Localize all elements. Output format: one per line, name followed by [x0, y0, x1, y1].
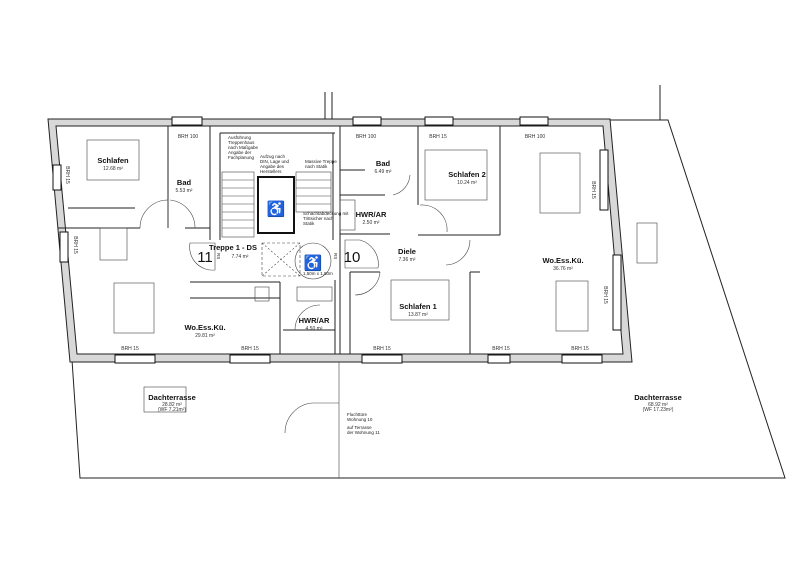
doors	[139, 174, 471, 434]
room-area: 5.53 m²	[176, 188, 193, 194]
brh-labels: BRH 100 BRH 100 BRH 15 BRH 100 BRH 15 BR…	[64, 134, 608, 352]
room-name: HWR/AR	[356, 210, 387, 219]
svg-text:BRH 15: BRH 15	[241, 346, 259, 352]
terrace-area: 28.82 m²	[162, 402, 182, 408]
svg-text:Massive Treppe: Massive Treppe	[305, 159, 337, 164]
svg-text:BRH 15: BRH 15	[64, 166, 70, 184]
room-name: Bad	[376, 159, 391, 168]
room-name: Wo.Ess.Kü.	[184, 323, 225, 332]
room-name: HWR/AR	[299, 316, 330, 325]
svg-text:Herstellers: Herstellers	[260, 169, 282, 174]
svg-text:Angabe des: Angabe des	[260, 164, 285, 169]
terrace-outline	[71, 119, 786, 479]
windows	[52, 116, 622, 364]
svg-text:Aufzug nach: Aufzug nach	[260, 154, 286, 159]
svg-text:RS: RS	[216, 253, 221, 259]
svg-text:1,50m x 1,50m: 1,50m x 1,50m	[303, 271, 333, 276]
room-name: Treppe 1 - DS	[209, 243, 257, 252]
room-name: Schlafen	[97, 156, 129, 165]
svg-text:Angabe der: Angabe der	[228, 150, 252, 155]
terrace-area: 68.92 m²	[648, 402, 668, 408]
wheelchair-icon: ♿	[267, 200, 286, 218]
terrace-name: Dachterrasse	[634, 393, 682, 402]
wheelchair-turn-icon: ♿	[304, 254, 323, 272]
svg-text:Schachtabdeckung mit: Schachtabdeckung mit	[303, 211, 349, 216]
unit-number: 11	[197, 249, 213, 266]
svg-text:Ausführung: Ausführung	[228, 135, 252, 140]
svg-text:BRH 15: BRH 15	[571, 346, 589, 352]
room-area: 29.81 m²	[195, 333, 215, 339]
svg-text:Fluchttüre: Fluchttüre	[347, 412, 368, 417]
notes: Fluchttüre Wohnung 10 auf Terrasse der W…	[216, 135, 380, 435]
svg-text:BRH 15: BRH 15	[492, 346, 510, 352]
staircase: ♿ ♿	[221, 171, 332, 280]
room-area: 7.36 m²	[399, 257, 416, 263]
room-area: 36.76 m²	[553, 266, 573, 272]
room-name: Diele	[398, 247, 416, 256]
furniture	[86, 139, 658, 413]
interior-walls	[58, 126, 501, 354]
svg-text:Trittsicher nach: Trittsicher nach	[303, 216, 334, 221]
svg-text:auf Terrasse: auf Terrasse	[347, 425, 372, 430]
svg-text:BRH 15: BRH 15	[373, 346, 391, 352]
room-area: 12.68 m²	[103, 166, 123, 172]
exterior-wall	[47, 118, 633, 363]
terrace-wf: (WF 7.21m²)	[158, 407, 186, 413]
room-name: Schlafen 2	[448, 170, 486, 179]
elevator-cabin	[257, 176, 295, 234]
room-area: 2.50 m²	[363, 220, 380, 226]
svg-text:RS: RS	[333, 253, 338, 259]
svg-text:BRH 15: BRH 15	[121, 346, 139, 352]
svg-text:DIN, Lage und: DIN, Lage und	[260, 159, 290, 164]
svg-text:BRH 15: BRH 15	[429, 134, 447, 140]
svg-text:nach Statik: nach Statik	[305, 164, 328, 169]
svg-text:Treppenhaus: Treppenhaus	[228, 140, 255, 145]
svg-text:BRH 15: BRH 15	[72, 236, 78, 254]
svg-text:BRH 100: BRH 100	[178, 134, 199, 140]
room-area: 10.24 m²	[457, 180, 477, 186]
terrace-name: Dachterrasse	[148, 393, 196, 402]
svg-text:der Wohnung 11: der Wohnung 11	[347, 430, 380, 435]
room-name: Wo.Ess.Kü.	[542, 256, 583, 265]
room-name: Schlafen 1	[399, 302, 437, 311]
svg-text:nach Maßgabe: nach Maßgabe	[228, 145, 259, 150]
svg-text:BRH 100: BRH 100	[356, 134, 377, 140]
svg-text:BRH 100: BRH 100	[525, 134, 546, 140]
svg-text:BRH 15: BRH 15	[590, 181, 596, 199]
unit-number: 10	[344, 249, 361, 266]
svg-text:Fachplanung: Fachplanung	[228, 155, 255, 160]
svg-text:Statik: Statik	[303, 221, 315, 226]
svg-text:Wohnung 10: Wohnung 10	[347, 417, 373, 422]
room-area: 13.87 m²	[408, 312, 428, 318]
svg-text:BRH 15: BRH 15	[602, 286, 608, 304]
room-name: Bad	[177, 178, 192, 187]
room-area: 6.49 m²	[375, 169, 392, 175]
terrace-wf: (WF 17.23m²)	[643, 407, 674, 413]
room-area: 4.50 m²	[306, 326, 323, 332]
room-area: 7.74 m²	[232, 254, 249, 260]
